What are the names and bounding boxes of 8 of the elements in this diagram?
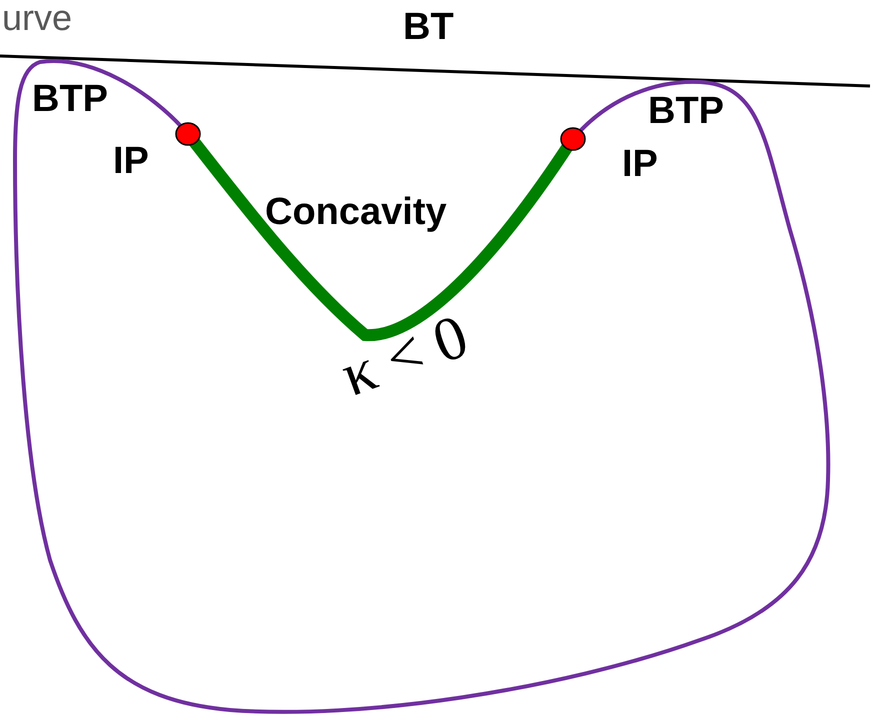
segment-label: Concavity — [265, 193, 447, 231]
line-label: BT — [403, 8, 454, 46]
point-label: BTP — [648, 92, 724, 130]
point-label: BTP — [32, 80, 108, 118]
formula-label: κ < 0 — [334, 304, 476, 407]
point-label: IP — [113, 142, 149, 180]
point-label: IP — [622, 145, 658, 183]
partial-title: urve — [2, 0, 72, 36]
